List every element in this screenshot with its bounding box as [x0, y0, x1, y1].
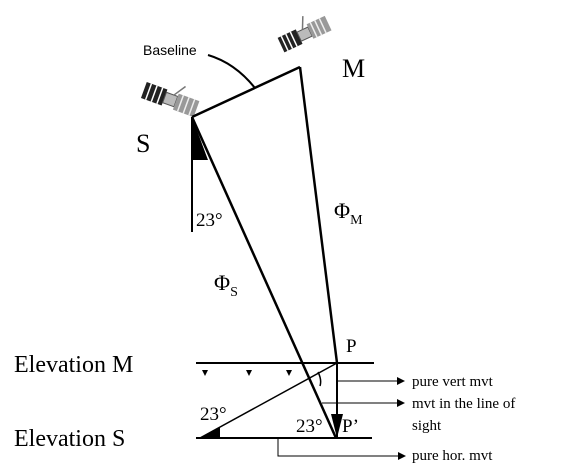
subsidence-arrows [202, 370, 292, 376]
svg-text:ΦM: ΦM [334, 198, 363, 228]
los-movement-label-line1: mvt in the line of [412, 396, 515, 412]
elevation-m-label: Elevation M [14, 352, 133, 378]
bottom-left-angle-wedge [200, 427, 220, 438]
point-p-prime-label: P’ [342, 416, 359, 437]
master-label: M [342, 54, 365, 83]
vertical-movement-arrowhead [331, 414, 343, 438]
baseline-label: Baseline [143, 42, 197, 58]
parallel-los-line [199, 362, 338, 439]
horizontal-movement-label: pure hor. mvt [412, 448, 493, 464]
point-p-label: P [346, 336, 357, 357]
vertical-movement-label: pure vert mvt [412, 374, 494, 390]
baseline-line [191, 65, 301, 119]
angle-label-top: 23° [196, 210, 223, 231]
los-movement-label-line2: sight [412, 418, 442, 434]
angle-label-left: 23° [200, 404, 227, 425]
phase-master-label: ΦM [334, 198, 363, 228]
angle-label-bottom: 23° [296, 416, 323, 437]
elevation-s-label: Elevation S [14, 426, 125, 452]
phase-slave-label: ΦS [214, 270, 238, 300]
satellite-icon [140, 81, 200, 118]
satellite-icon [277, 15, 332, 53]
svg-text:ΦS: ΦS [214, 270, 238, 300]
slave-label: S [136, 129, 150, 158]
horizontal-movement-leader [277, 438, 406, 460]
angle-arc-p [317, 371, 322, 387]
baseline-leader [207, 54, 256, 89]
slave-line-of-sight [190, 116, 338, 439]
master-line-of-sight [298, 66, 339, 364]
